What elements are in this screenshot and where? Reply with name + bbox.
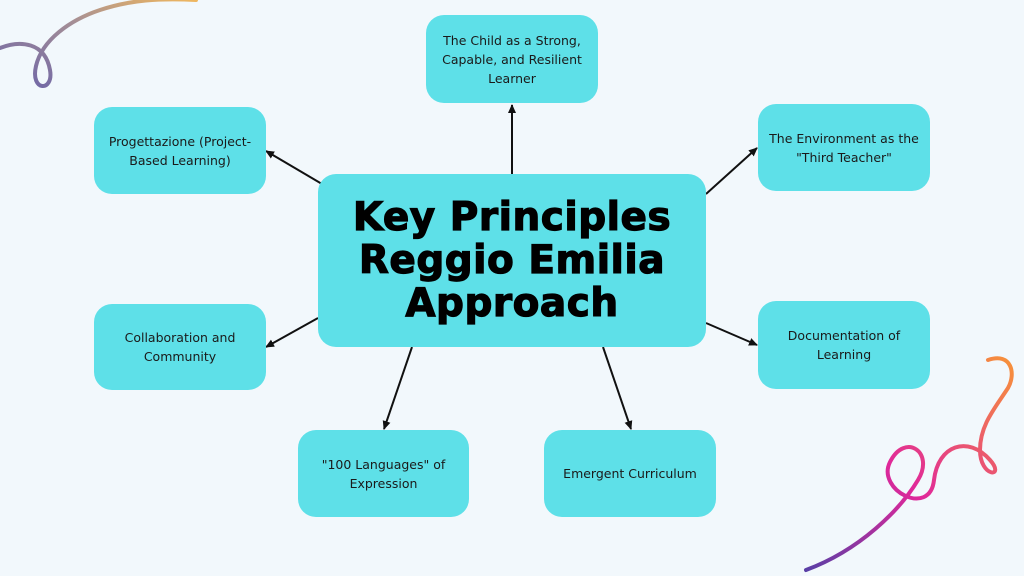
- node-languages: "100 Languages" of Expression: [298, 430, 469, 517]
- node-label-line: Expression: [349, 475, 418, 491]
- node-child: The Child as a Strong, Capable, and Resi…: [426, 15, 598, 103]
- node-label-line: Emergent Curriculum: [563, 466, 697, 481]
- decorative-swirl-bottom-right: [804, 356, 1014, 572]
- node-label-line: Community: [143, 349, 217, 364]
- center-node: Key Principles Reggio Emilia Approach: [318, 174, 706, 347]
- center-title-line: Key Principles: [352, 195, 672, 240]
- node-label-line: The Child as a Strong,: [443, 32, 581, 48]
- center-title: Key Principles Reggio Emilia Approach: [352, 195, 672, 326]
- node-project-based-learning: Progettazione (Project- Based Learning): [94, 107, 266, 194]
- node-collaboration: Collaboration and Community: [94, 304, 266, 390]
- node-label-line: The Environment as the: [769, 130, 919, 146]
- node-label-line: Documentation of Learning: [787, 328, 901, 362]
- arrow-to-project: [265, 150, 323, 185]
- decorative-swirl-top-left: [0, 0, 198, 88]
- arrow-to-environment: [705, 147, 758, 195]
- edge-arrows: [265, 104, 758, 430]
- node-label-line: Capable, and Resilient: [442, 51, 582, 67]
- node-documentation: Documentation of Learning: [758, 301, 930, 389]
- node-environment: The Environment as the "Third Teacher": [758, 104, 930, 191]
- arrow-to-collaboration: [265, 317, 319, 348]
- arrow-to-languages: [382, 346, 413, 430]
- node-label-line: Progettazione (Project-: [108, 133, 252, 149]
- node-label-line: "Third Teacher": [796, 149, 892, 165]
- center-title-line: Approach: [405, 281, 619, 326]
- center-title-line: Reggio Emilia: [358, 238, 666, 283]
- node-label-line: Learner: [488, 70, 536, 86]
- node-label-line: Collaboration and: [124, 330, 236, 345]
- node-label-line: Based Learning): [129, 152, 231, 168]
- node-label-line: "100 Languages" of: [321, 456, 446, 472]
- node-emergent-curriculum: Emergent Curriculum: [544, 430, 716, 517]
- arrow-to-emergent: [602, 346, 633, 430]
- arrow-to-documentation: [705, 322, 758, 346]
